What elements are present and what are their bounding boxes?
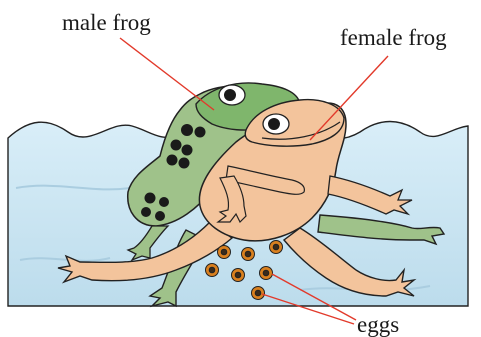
egg bbox=[270, 241, 283, 254]
male-frog-pointer bbox=[120, 38, 214, 110]
male-frog-label: male frog bbox=[62, 11, 151, 34]
egg bbox=[218, 246, 231, 259]
egg bbox=[206, 264, 219, 277]
female-frog-pupil bbox=[268, 118, 280, 130]
eggs-label: eggs bbox=[357, 313, 399, 336]
male-frog-pupil bbox=[224, 89, 236, 101]
egg bbox=[260, 267, 273, 280]
egg bbox=[232, 269, 245, 282]
egg bbox=[252, 287, 265, 300]
female-frog-label: female frog bbox=[340, 26, 447, 49]
egg bbox=[242, 248, 255, 261]
